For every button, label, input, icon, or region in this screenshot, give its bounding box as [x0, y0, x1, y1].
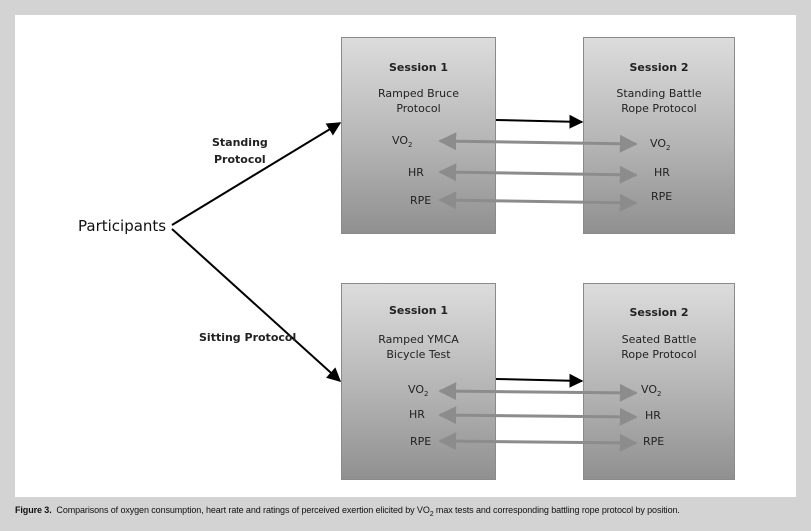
- bottom-session2-vo2-label: VO2: [641, 383, 662, 398]
- top-session2-title: Session 2: [629, 61, 689, 74]
- top-session1-title: Session 1: [388, 61, 449, 74]
- bottom-hr-compare-arrow: [438, 406, 638, 426]
- standing-protocol-label-line1: Standing: [212, 136, 268, 149]
- top-session2-rpe-label: RPE: [651, 190, 673, 203]
- top-session1-desc-line1: Ramped Bruce: [378, 87, 459, 100]
- top-session2-desc-line1: Standing Battle: [616, 87, 702, 100]
- bottom-session2-rpe-label: RPE: [643, 435, 665, 448]
- top-session1-rpe-label: RPE: [410, 194, 432, 207]
- bottom-session1-hr-label: HR: [409, 408, 425, 421]
- sitting-protocol-label: Sitting Protocol: [199, 331, 297, 344]
- top-session1-vo2-label: VO2: [392, 134, 413, 149]
- bottom-session1-desc-line2: Bicycle Test: [386, 348, 451, 361]
- bottom-session2-desc-line1: Seated Battle: [621, 333, 697, 346]
- bottom-vo2-compare-arrow: [438, 382, 638, 402]
- top-session1-desc-line2: Protocol: [396, 102, 441, 115]
- bottom-session2-title: Session 2: [629, 306, 689, 319]
- participants-label: Participants: [78, 217, 167, 235]
- figure-caption: Figure 3. Comparisons of oxygen consumpt…: [15, 505, 680, 518]
- top-rpe-compare-arrow: [438, 191, 638, 212]
- bottom-session2-hr-label: HR: [645, 409, 661, 422]
- bottom-session1-title: Session 1: [388, 304, 449, 317]
- top-session2-hr-label: HR: [654, 166, 670, 179]
- top-session2-desc-line2: Rope Protocol: [621, 102, 697, 115]
- bottom-session1-desc-line1: Ramped YMCA: [378, 333, 459, 346]
- top-session-connector-arrow: [495, 114, 584, 129]
- bottom-session-connector-arrow: [495, 373, 584, 388]
- bottom-rpe-compare-arrow: [438, 432, 638, 452]
- caption-text-part2: max tests and corresponding battling rop…: [433, 505, 680, 515]
- bottom-session1-vo2-label: VO2: [408, 383, 429, 398]
- standing-branch-arrow: [171, 122, 342, 226]
- caption-figure-label: Figure 3.: [15, 505, 52, 515]
- caption-sub: 2: [429, 511, 434, 518]
- caption-text-part1: Comparisons of oxygen consumption, heart…: [56, 505, 430, 515]
- top-session2-vo2-label: VO2: [650, 137, 671, 152]
- bottom-session2-desc-line2: Rope Protocol: [621, 348, 697, 361]
- top-session1-hr-label: HR: [408, 166, 424, 179]
- sitting-branch-arrow: [171, 228, 342, 382]
- top-vo2-compare-arrow: [438, 132, 638, 153]
- top-hr-compare-arrow: [438, 163, 638, 184]
- standing-protocol-label-line2: Protocol: [214, 153, 266, 166]
- bottom-session1-rpe-label: RPE: [410, 435, 432, 448]
